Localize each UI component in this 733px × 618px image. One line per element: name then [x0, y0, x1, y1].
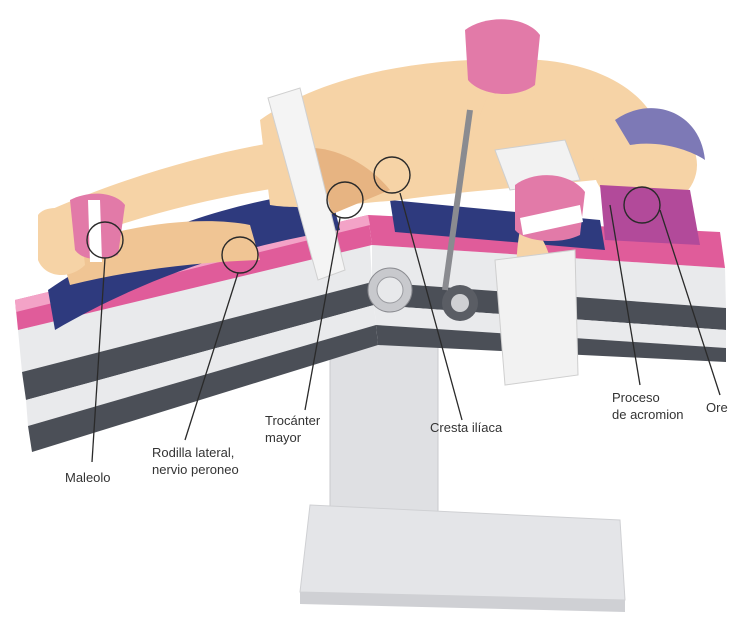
label-proceso-line2: de acromion [612, 407, 684, 422]
ankle-strap [70, 194, 125, 262]
table-pedestal [300, 340, 625, 612]
label-rodilla-line2: nervio peroneo [152, 462, 239, 477]
label-rodilla-line1: Rodilla lateral, [152, 445, 234, 460]
label-maleolo: Maleolo [65, 470, 111, 485]
label-oreja: Ore [706, 400, 728, 415]
label-cresta: Cresta ilíaca [430, 420, 503, 435]
label-trocanter-line1: Trocánter [265, 413, 321, 428]
label-proceso-line1: Proceso [612, 390, 660, 405]
label-trocanter-line2: mayor [265, 430, 302, 445]
